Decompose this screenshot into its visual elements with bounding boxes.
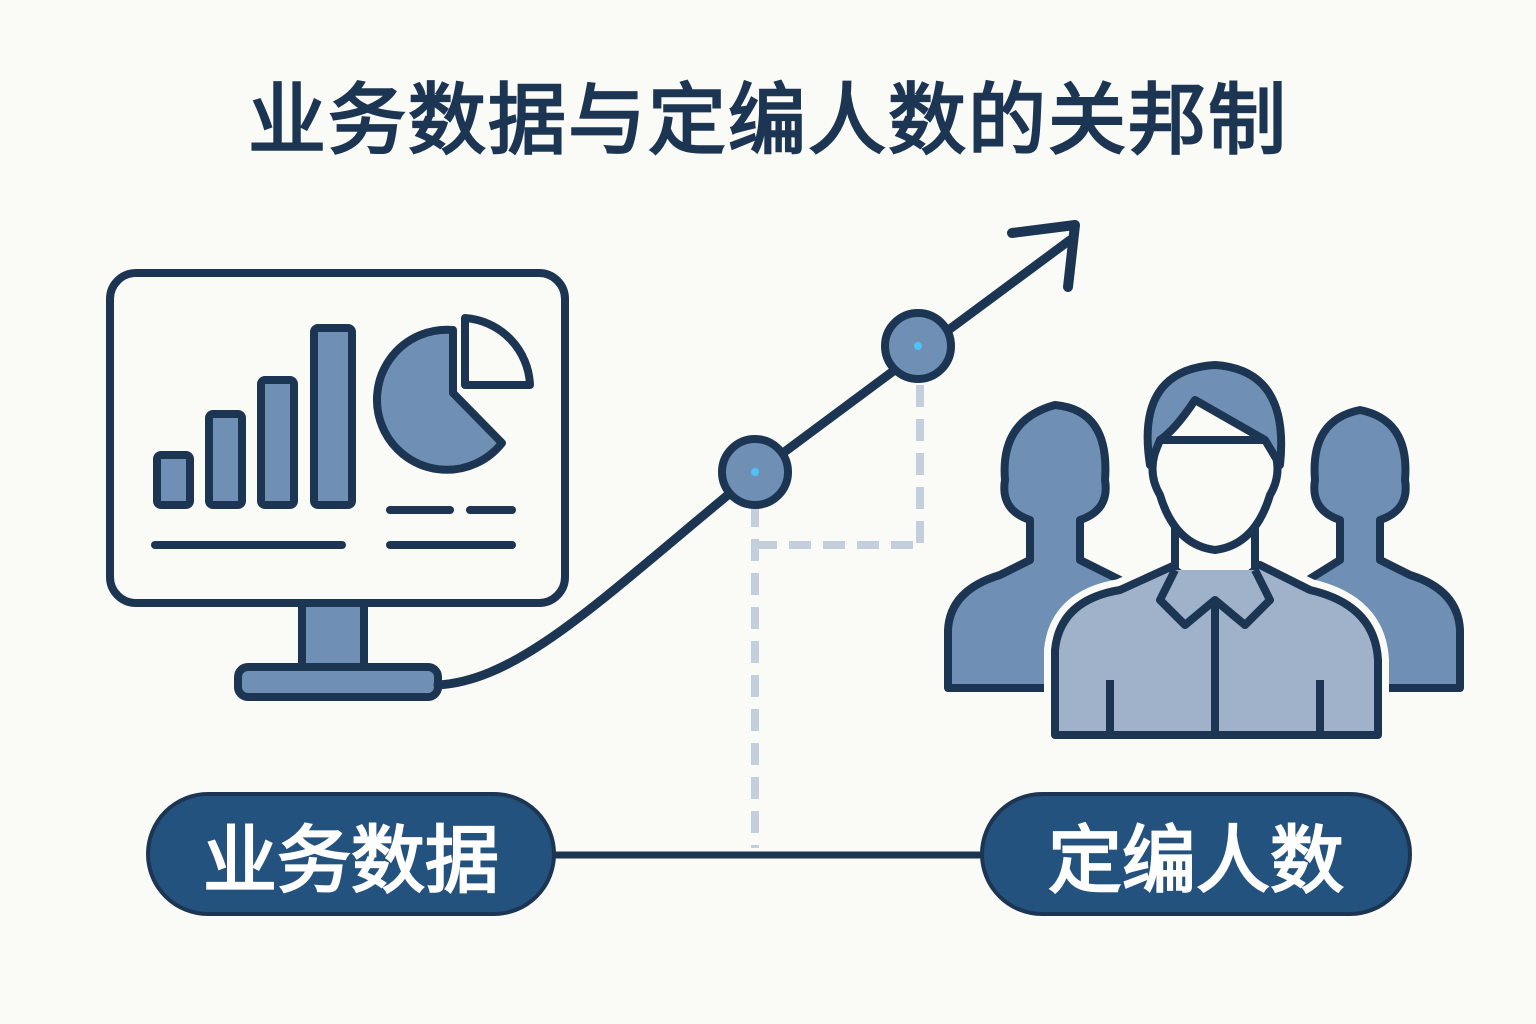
trend-line [433, 235, 1075, 690]
headcount-label: 定编人数 [980, 792, 1412, 916]
business-data-label: 业务数据 [146, 792, 556, 916]
data-point-markers [718, 309, 955, 509]
page-title: 业务数据与定编人数的关邦制 [247, 76, 1288, 166]
monitor-icon [106, 269, 569, 701]
dashed-guides [751, 385, 924, 848]
arrow-head-icon [1007, 220, 1080, 292]
people-group-icon [944, 361, 1464, 746]
